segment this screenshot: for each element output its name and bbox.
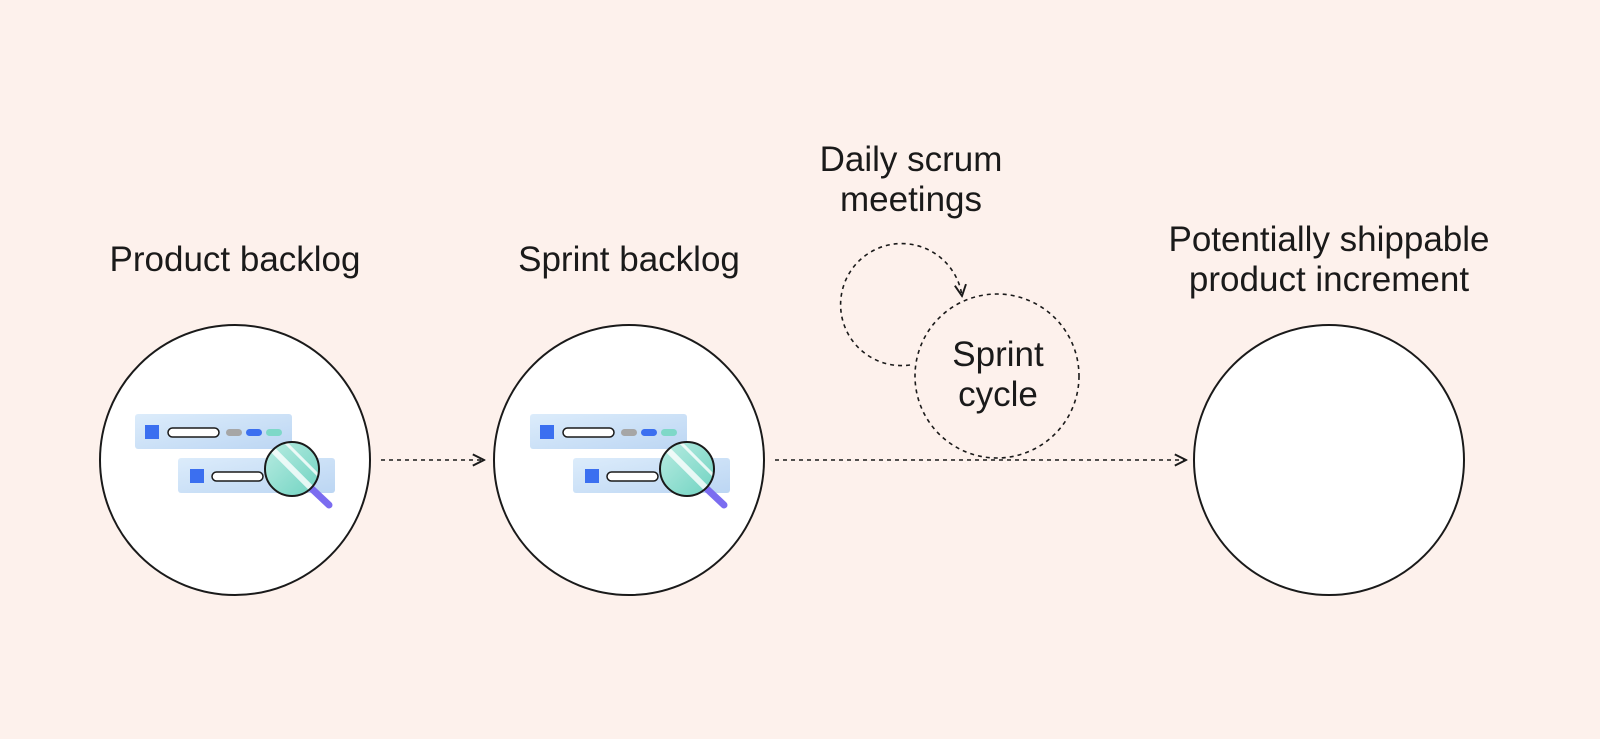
sprint-cycle-label: Sprint cycle [952,335,1043,415]
daily-scrum-loop-arrow [839,242,962,367]
product-increment-label-line: product increment [1188,260,1470,299]
sprint-backlog-label-line: Sprint backlog [518,240,740,279]
product-backlog-label-line: Product backlog [109,240,361,279]
daily-scrum-label-line: meetings [839,180,983,219]
magnifier-icon [264,441,333,509]
product-increment-label: Potentially shippable product increment [1168,220,1489,300]
sprint-cycle-circle [914,293,1080,459]
sprint-cycle-label-line: Sprint [952,335,1044,374]
magnifier-icon [659,441,728,509]
daily-scrum-loop [839,242,1080,459]
product-increment-label-line: Potentially shippable [1168,220,1490,259]
product-backlog-label: Product backlog [110,240,361,280]
daily-scrum-label-line: Daily scrum [819,140,1003,179]
daily-scrum-label: Daily scrum meetings [820,140,1003,220]
sprint-backlog-label: Sprint backlog [518,240,740,280]
product-increment-circle [1193,324,1465,596]
sprint-cycle-label-line: cycle [958,375,1038,414]
